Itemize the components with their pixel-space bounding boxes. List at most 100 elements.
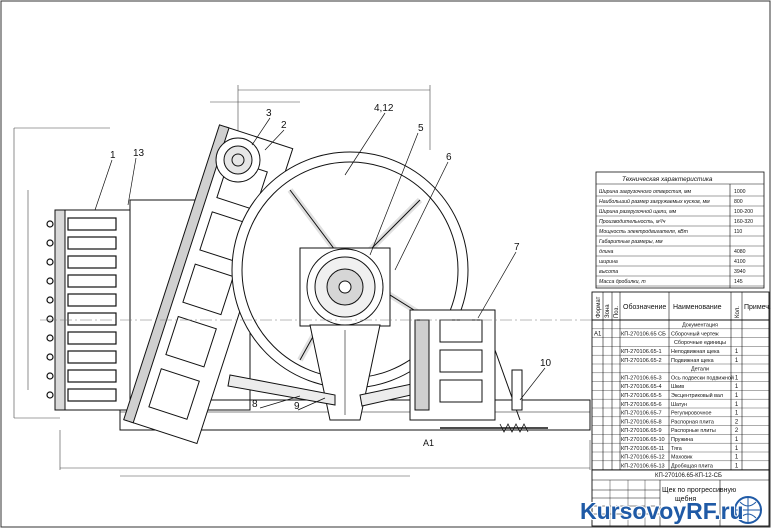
bolt-icon — [46, 296, 54, 304]
bom-cell-qty: 1 — [735, 402, 739, 408]
bom-row: КП-270106.65-2 Подвижная щека 1 — [592, 358, 769, 365]
fixed-jaw-rib — [67, 255, 117, 269]
spec-panel-title: Техническая характеристика — [622, 176, 713, 183]
part-number-3: 3 — [266, 108, 272, 119]
adjustment-block — [409, 309, 496, 421]
spec-row: Габаритные размеры, мм — [596, 239, 764, 247]
tie-rod-spring — [440, 349, 548, 433]
bom-cell-designation: КП-270106.65-2 — [621, 358, 662, 364]
bom-cell-qty: 1 — [735, 349, 739, 355]
spec-row-value: 800 — [734, 199, 743, 205]
bom-section-heading: Документация — [682, 323, 718, 329]
bom-cell-qty: 1 — [735, 463, 739, 469]
bom-cell-name: Неподвижная щека — [671, 349, 720, 355]
bom-cell-qty: 1 — [735, 375, 739, 381]
fixed-jaw-rib — [67, 350, 117, 364]
watermark: KursovoyRF.ru — [579, 496, 762, 525]
bom-row: Детали — [592, 367, 769, 373]
bom-section-heading: Детали — [691, 367, 709, 373]
bom-cell-name: Маховик — [671, 455, 693, 461]
spec-row-value: 1000 — [734, 189, 746, 195]
bom-cell-name: Эксцентриковый вал — [671, 392, 723, 399]
bom-row: КП-270106.65-11 Тяга 1 — [592, 446, 769, 453]
bom-cell-name: Подвижная щека — [671, 358, 714, 364]
bom-cell-name: Распорная плита — [671, 419, 714, 425]
bom-cell-designation: КП-270106.65-5 — [621, 393, 662, 399]
bom-header-designation: Обозначение — [623, 303, 666, 311]
part-number-8: 8 — [252, 399, 258, 410]
bom-cell-designation: КП-270106.65-7 — [621, 411, 662, 417]
bolt-icon — [46, 220, 54, 228]
bom-header-pos: Поз. — [614, 306, 620, 318]
spec-row-name: Ширина разгрузочной щели, мм — [599, 208, 677, 215]
bolt-icon — [46, 372, 54, 380]
fixed-jaw-ribs — [46, 217, 117, 402]
bom-header-zone: Зона — [605, 304, 611, 318]
spec-row-name: длина — [599, 249, 614, 255]
bom-cell-qty: 2 — [735, 419, 739, 425]
bom-header-note: Примеч. — [744, 304, 771, 311]
fixed-jaw-rib — [67, 293, 117, 307]
bom-section-heading: Сборочные единицы — [674, 340, 726, 346]
bom-cell-qty: 2 — [735, 428, 739, 434]
bom-header-name: Наименование — [673, 304, 722, 311]
bom-cell-name: Тяга — [671, 446, 682, 452]
fixed-jaw-rib — [67, 369, 117, 383]
bom-row: КП-270106.65-1 Неподвижная щека 1 — [592, 349, 769, 356]
fixed-jaw-rib — [67, 217, 117, 231]
title-block-title-line2: щебня — [675, 495, 696, 503]
bom-cell-qty: 1 — [735, 358, 739, 364]
bolt-icon — [46, 258, 54, 266]
bom-cell-name: Сборочный чертеж — [671, 330, 719, 337]
part-number-9: 9 — [294, 401, 300, 412]
spec-row-name: Габаритные размеры, мм — [599, 239, 663, 245]
bom-cell-format: А1 — [594, 331, 602, 337]
dimension-lines — [13, 85, 591, 477]
part-number-1: 1 — [110, 150, 116, 161]
bom-cell-designation: КП-270106.65-10 — [621, 437, 665, 443]
bom-cell-name: Пружина — [671, 437, 693, 443]
spec-row-value: 4080 — [734, 249, 746, 255]
bom-cell-qty: 1 — [735, 455, 739, 461]
bom-cell-designation: КП-270106.65-11 — [621, 446, 664, 452]
spec-row: Наибольший размер загружаемых кусков, мм… — [596, 198, 764, 207]
spec-row-value: 110 — [734, 229, 742, 235]
bom-cell-qty: 1 — [735, 446, 739, 452]
bolt-icon — [46, 315, 54, 323]
fixed-jaw-rib — [67, 312, 117, 326]
spec-row-value: 4100 — [734, 259, 746, 265]
bolt-icon — [46, 353, 54, 361]
bom-cell-name: Распорные плиты — [671, 428, 716, 434]
part-number-5: 5 — [418, 123, 424, 134]
spec-row-value: 100-200 — [734, 209, 753, 215]
fixed-jaw-rib — [67, 388, 117, 402]
part-number-13: 13 — [133, 148, 145, 159]
bom-cell-qty: 1 — [735, 437, 739, 443]
part-number-10: 10 — [540, 358, 552, 369]
bom-cell-name: Ось подвески подвижной — [671, 374, 734, 381]
bom-cell-name: Дробящая плита — [671, 463, 713, 469]
bom-row: КП-270106.65-9 Распорные плиты 2 — [592, 428, 769, 435]
bom-cell-designation: КП-270106.65-9 — [621, 428, 662, 434]
bolt-icon — [46, 334, 54, 342]
bom-cell-designation: КП-270106.65-1 — [621, 349, 662, 355]
spec-panel: Техническая характеристика — [595, 171, 765, 289]
bom-cell-name: Шатун — [671, 402, 687, 408]
spec-row-value: 3940 — [734, 269, 746, 275]
spec-row: длина 4080 — [596, 249, 764, 257]
fixed-jaw-rib — [67, 236, 117, 250]
spec-row-value: 145 — [734, 279, 743, 285]
